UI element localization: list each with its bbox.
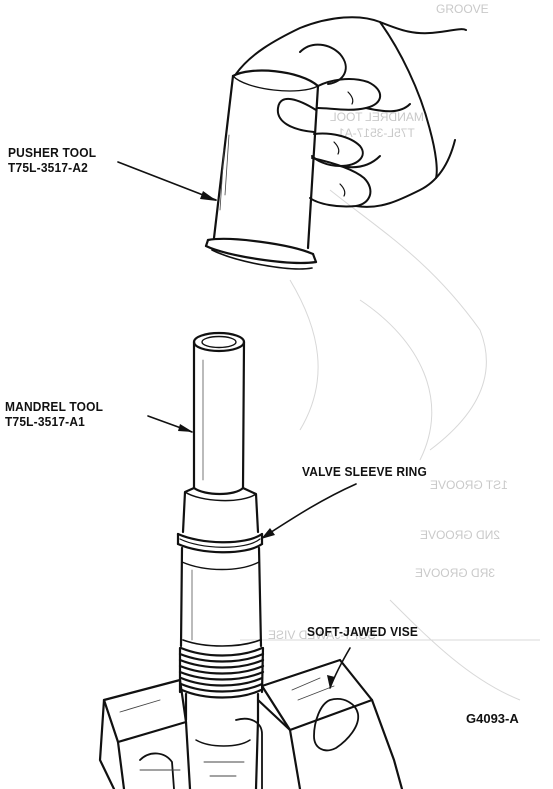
soft-jawed-vise-arrowhead <box>327 675 335 689</box>
mandrel-tool-label-name: MANDREL TOOL <box>5 399 104 414</box>
arrowheads <box>178 191 335 689</box>
mandrel-tool <box>181 331 260 534</box>
soft-jawed-vise-label: SOFT-JAWED VISE <box>307 624 418 639</box>
figure-id: G4093-A <box>466 711 519 726</box>
pusher-tool-label: PUSHER TOOL T75L-3517-A2 <box>8 145 96 175</box>
soft-jawed-vise-label-text: SOFT-JAWED VISE <box>307 624 419 639</box>
pusher-tool-sleeve <box>204 69 320 270</box>
valve-sleeve-ring-leader <box>261 483 357 539</box>
pusher-tool-label-name: PUSHER TOOL <box>8 145 97 160</box>
mandrel-tool-label: MANDREL TOOL T75L-3517-A1 <box>5 399 103 429</box>
valve-sleeve-ring-label-text: VALVE SLEEVE RING <box>302 464 427 479</box>
leader-lines <box>117 161 357 689</box>
valve-body <box>178 546 265 722</box>
pusher-tool-arrowhead <box>200 191 217 201</box>
soft-jawed-vise <box>98 658 404 789</box>
hand <box>235 16 467 208</box>
pusher-tool-label-number: T75L-3517-A2 <box>8 160 88 175</box>
valve-sleeve-ring-arrowhead <box>261 528 275 539</box>
mandrel-tool-label-number: T75L-3517-A1 <box>5 414 85 429</box>
bleed-through-lines <box>240 189 540 701</box>
mandrel-tool-arrowhead <box>178 424 193 432</box>
valve-sleeve-ring-label: VALVE SLEEVE RING <box>302 464 427 479</box>
valve-sleeve-ring <box>176 532 264 554</box>
bleed-text-groove: GROOVE <box>436 2 489 16</box>
pusher-tool-leader <box>117 161 217 201</box>
